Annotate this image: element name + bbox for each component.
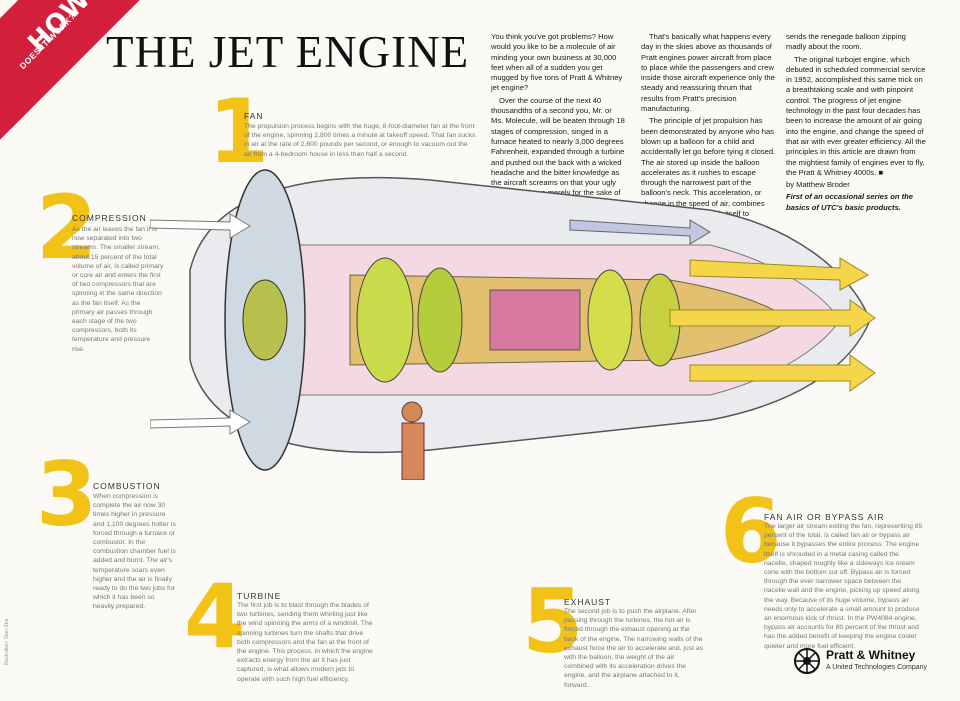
bypass-arrow (569, 219, 711, 245)
step-title: Compression (72, 213, 147, 223)
jet-engine-illustration (150, 169, 876, 480)
article-paragraph: You think you've got problems? How would… (491, 32, 623, 93)
article-byline: by Matthew Broder (786, 180, 850, 190)
intake-arrow (150, 213, 251, 239)
step-text: The second job is to push the airplane. … (564, 608, 704, 689)
step-title: Fan (244, 111, 264, 121)
exhaust-arrow (689, 354, 876, 392)
step-number: 5 (522, 570, 584, 673)
pratt-whitney-logo-icon (794, 648, 820, 674)
exhaust-arrow (689, 257, 870, 291)
step-title: Combustion (93, 481, 161, 491)
combustor (489, 289, 581, 351)
mechanic-figure (401, 401, 425, 480)
step-text: The first job is to blast through the bl… (237, 602, 373, 683)
step-title: Fan Air or Bypass Air (764, 512, 885, 522)
article-paragraph: sends the renegade balloon zipping madly… (786, 32, 906, 52)
step-number: 4 (184, 565, 246, 668)
article-paragraph: That's basically what happens every day … (641, 32, 775, 114)
article-note: First of an occasional series on the bas… (786, 192, 914, 212)
intake-arrow (150, 409, 251, 435)
logo-name: Pratt & Whitney (826, 648, 916, 662)
compressor-disk (356, 257, 414, 383)
step-number: 6 (720, 480, 782, 583)
logo-subtitle: A United Technologies Company (826, 664, 928, 671)
step-number: 1 (208, 80, 270, 183)
illustration-credit: Illustration: Stan Stra (4, 618, 10, 665)
step-text: As the air leaves the fan it is now sepa… (72, 226, 164, 353)
step-text: The propulsion process begins with the h… (244, 123, 476, 158)
article-column-3: sends the renegade balloon zipping madly… (786, 32, 928, 215)
article-paragraph: The original turbojet engine, which debu… (786, 54, 926, 177)
step-text: The larger air stream exiting the fan, r… (764, 523, 923, 650)
page-title: THE JET ENGINE (106, 27, 470, 77)
exhaust-arrow (669, 299, 876, 337)
step-title: Turbine (237, 591, 282, 601)
step-title: Exhaust (564, 597, 612, 607)
step-text: When compression is complete the air now… (93, 493, 176, 611)
step-number: 2 (36, 176, 98, 279)
step-number: 3 (36, 443, 98, 546)
turbine-disk (587, 269, 633, 371)
